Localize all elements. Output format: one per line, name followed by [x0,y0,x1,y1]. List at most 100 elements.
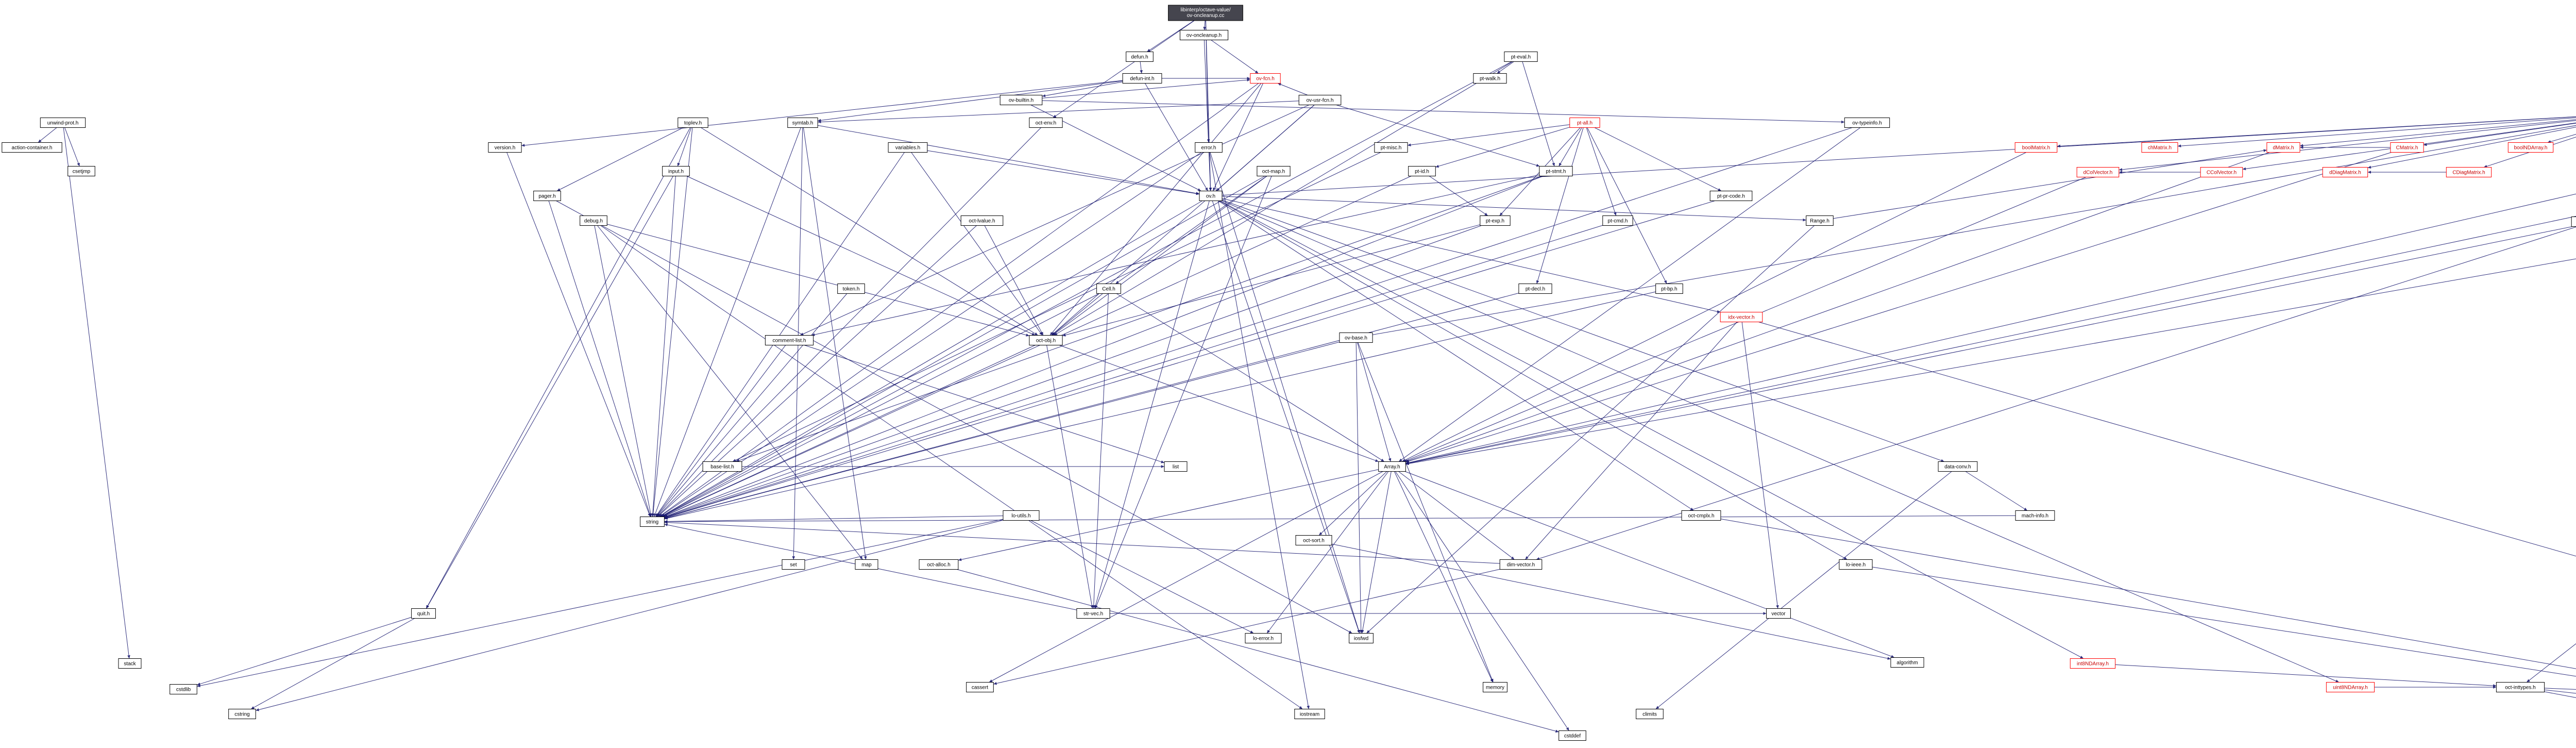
graph-node-cstddef[interactable]: cstddef [1558,730,1586,741]
graph-node-oct-lvalue.h[interactable]: oct-lvalue.h [960,215,1004,226]
graph-node-iosfwd[interactable]: iosfwd [1349,633,1374,643]
node-box[interactable] [1295,535,1332,545]
graph-node-version.h[interactable]: version.h [488,142,522,153]
node-box[interactable] [1480,215,1511,226]
node-box[interactable] [2496,682,2545,692]
graph-node-Array.h[interactable]: Array.h [1378,461,1406,472]
graph-node-Cell.h[interactable]: Cell.h [1096,284,1121,294]
graph-node-vector[interactable]: vector [1766,608,1791,619]
node-box[interactable] [1766,608,1791,619]
node-box[interactable] [1499,559,1543,570]
graph-node-cstring[interactable]: cstring [228,709,256,719]
node-box[interactable] [1681,510,1721,521]
graph-node-idx-vector.h[interactable]: idx-vector.h [1720,312,1763,322]
node-box[interactable] [1029,335,1063,345]
graph-node-CDiagMatrix.h[interactable]: CDiagMatrix.h [2446,167,2492,177]
node-box[interactable] [702,461,742,472]
node-box[interactable] [1257,166,1291,176]
graph-node-chMatrix.h[interactable]: chMatrix.h [2141,142,2178,153]
graph-node-defun-int.h[interactable]: defun-int.h [1122,73,1162,84]
node-box[interactable] [1839,559,1873,570]
graph-node-pt-walk.h[interactable]: pt-walk.h [1473,73,1507,84]
node-box[interactable] [1126,52,1154,62]
graph-node-map[interactable]: map [855,559,878,570]
node-box[interactable] [1655,284,1683,294]
graph-node-action-container.h[interactable]: action-container.h [2,142,62,153]
node-box[interactable] [2015,510,2055,521]
node-box[interactable] [1473,73,1507,84]
node-box[interactable] [960,215,1004,226]
graph-node-string[interactable]: string [640,517,665,527]
graph-node-symtab.h[interactable]: symtab.h [787,118,818,128]
node-box[interactable] [1408,166,1436,176]
node-box[interactable] [1339,333,1373,343]
node-box[interactable] [1806,215,1834,226]
node-box[interactable] [662,166,690,176]
graph-node-ov-usr-fcn.h[interactable]: ov-usr-fcn.h [1298,95,1342,105]
graph-node-oct-env.h[interactable]: oct-env.h [1029,118,1063,128]
node-box[interactable] [1164,461,1188,472]
graph-node-climits[interactable]: climits [1636,709,1664,719]
graph-node-base-list.h[interactable]: base-list.h [702,461,742,472]
node-box[interactable] [2014,142,2058,153]
node-box[interactable] [1076,608,1110,619]
node-box[interactable] [1195,142,1223,153]
node-box[interactable] [2326,682,2375,692]
node-box[interactable] [1890,657,1924,668]
graph-node-int8NDArray.h[interactable]: int8NDArray.h [2070,658,2116,669]
node-box[interactable] [228,709,256,719]
node-box[interactable] [2076,167,2120,177]
graph-node-oct-map.h[interactable]: oct-map.h [1257,166,1291,176]
node-box[interactable] [837,284,865,294]
node-box[interactable] [765,335,814,345]
node-box[interactable] [1250,73,1281,84]
graph-node-dDiagMatrix.h[interactable]: dDiagMatrix.h [2322,167,2368,177]
node-box[interactable] [1096,284,1121,294]
graph-node-iostream[interactable]: iostream [1294,709,1325,719]
node-box[interactable] [1539,166,1573,176]
node-box[interactable] [67,166,95,176]
graph-node-oct-cmplx.h[interactable]: oct-cmplx.h [1681,510,1721,521]
node-box[interactable] [677,118,708,128]
graph-node-lo-ieee.h[interactable]: lo-ieee.h [1839,559,1873,570]
graph-node-pt-stmt.h[interactable]: pt-stmt.h [1539,166,1573,176]
graph-node-pt-misc.h[interactable]: pt-misc.h [1374,142,1408,153]
graph-node-lo-utils.h[interactable]: lo-utils.h [1003,510,1040,521]
node-box[interactable] [2070,658,2116,669]
graph-node-boolNDArray.h[interactable]: boolNDArray.h [2507,142,2554,153]
node-box[interactable] [1844,118,1890,128]
graph-node-input.h[interactable]: input.h [662,166,690,176]
node-box[interactable] [1602,215,1633,226]
graph-node-debug.h[interactable]: debug.h [580,215,607,226]
node-box[interactable] [1569,118,1600,128]
graph-node-error.h[interactable]: error.h [1195,142,1223,153]
graph-node-lo-error.h[interactable]: lo-error.h [1245,633,1282,643]
node-box[interactable] [1298,95,1342,105]
graph-node-toplev.h[interactable]: toplev.h [677,118,708,128]
graph-node-ov-oncleanup.h[interactable]: ov-oncleanup.h [1179,30,1229,40]
node-box[interactable] [782,559,805,570]
graph-node-MatrixType.h[interactable]: MatrixType.h [2571,217,2576,227]
node-box[interactable] [40,118,86,128]
node-box[interactable] [1003,510,1040,521]
graph-node-quit.h[interactable]: quit.h [411,608,436,619]
node-box[interactable] [999,95,1043,105]
graph-node-csetjmp[interactable]: csetjmp [67,166,95,176]
graph-node-ov-builtin.h[interactable]: ov-builtin.h [999,95,1043,105]
node-box[interactable] [966,682,994,692]
node-box[interactable] [1349,633,1374,643]
graph-node-Range.h[interactable]: Range.h [1806,215,1834,226]
node-box[interactable] [411,608,436,619]
node-box[interactable] [1504,52,1538,62]
graph-node-algorithm[interactable]: algorithm [1890,657,1924,668]
graph-node-unwind-prot.h[interactable]: unwind-prot.h [40,118,86,128]
graph-node-cstdlib[interactable]: cstdlib [170,684,197,694]
graph-node-defun.h[interactable]: defun.h [1126,52,1154,62]
graph-node-oct-sort.h[interactable]: oct-sort.h [1295,535,1332,545]
node-box[interactable] [2571,217,2576,227]
node-box[interactable] [580,215,607,226]
node-box[interactable] [888,142,928,153]
graph-node-oct-inttypes.h[interactable]: oct-inttypes.h [2496,682,2545,692]
graph-node-ov.h[interactable]: ov.h [1199,191,1223,201]
node-box[interactable] [1483,682,1507,692]
